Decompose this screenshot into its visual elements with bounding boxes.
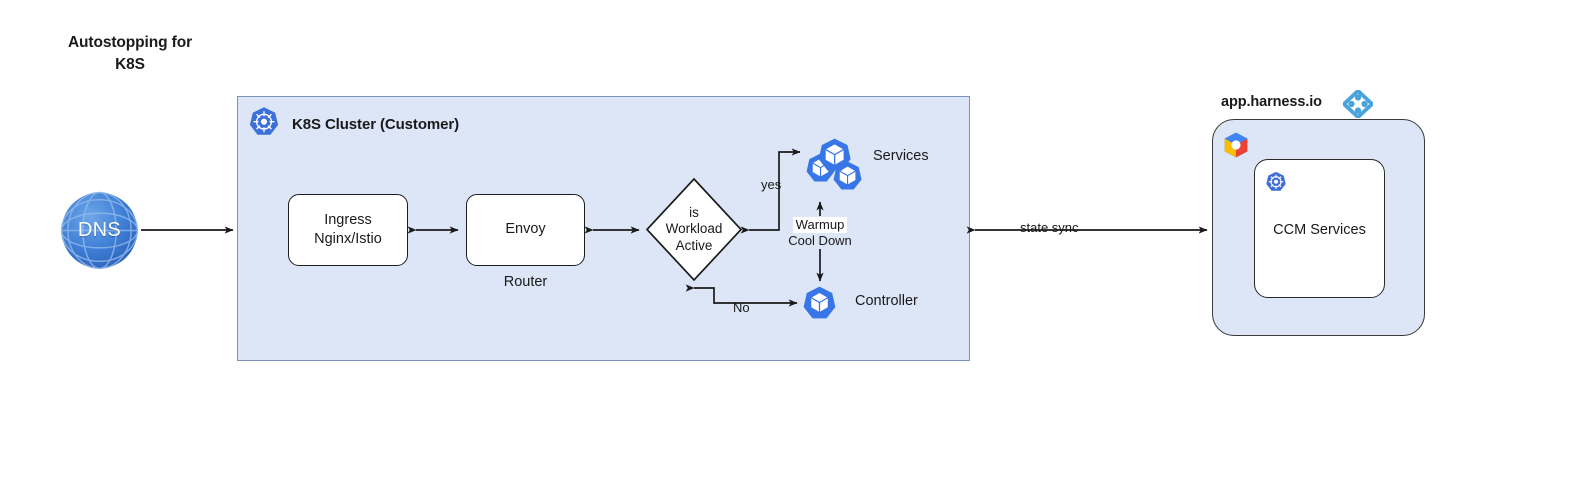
warmup-cooldown-label: Warmup Cool Down [783,217,857,250]
harness-label: app.harness.io [1221,94,1322,110]
page-title: Autostopping for K8S [67,34,193,74]
kubernetes-icon [248,106,280,143]
ccm-services-label: CCM Services [1273,222,1366,238]
edge-label-no: No [733,300,750,315]
kubernetes-pod-icon [803,286,836,319]
services-node[interactable] [805,138,867,198]
router-caption: Router [503,274,548,290]
kubernetes-pods-icon [806,138,862,190]
cooldown-text: Cool Down [788,233,852,249]
ingress-node[interactable]: Ingress Nginx/Istio [288,194,408,266]
edge-label-yes: yes [761,177,782,192]
services-label: Services [873,148,929,164]
globe-icon [60,191,139,270]
kubernetes-icon [1265,171,1287,193]
cluster-title: K8S Cluster (Customer) [292,116,459,133]
controller-label: Controller [855,293,918,309]
edge-label-state-sync: state sync [1018,220,1081,235]
harness-logo-icon [1342,88,1374,120]
cluster-header: K8S Cluster (Customer) [248,106,459,143]
dns-node[interactable]: DNS [60,191,139,270]
workload-active-decision[interactable]: is Workload Active [645,177,743,282]
envoy-node[interactable]: Envoy [466,194,585,266]
diamond-shape [645,177,743,282]
decision-label: is Workload Active [665,204,723,253]
controller-node[interactable] [802,286,837,319]
warmup-text: Warmup [792,217,848,234]
gcp-logo-icon [1222,132,1250,158]
